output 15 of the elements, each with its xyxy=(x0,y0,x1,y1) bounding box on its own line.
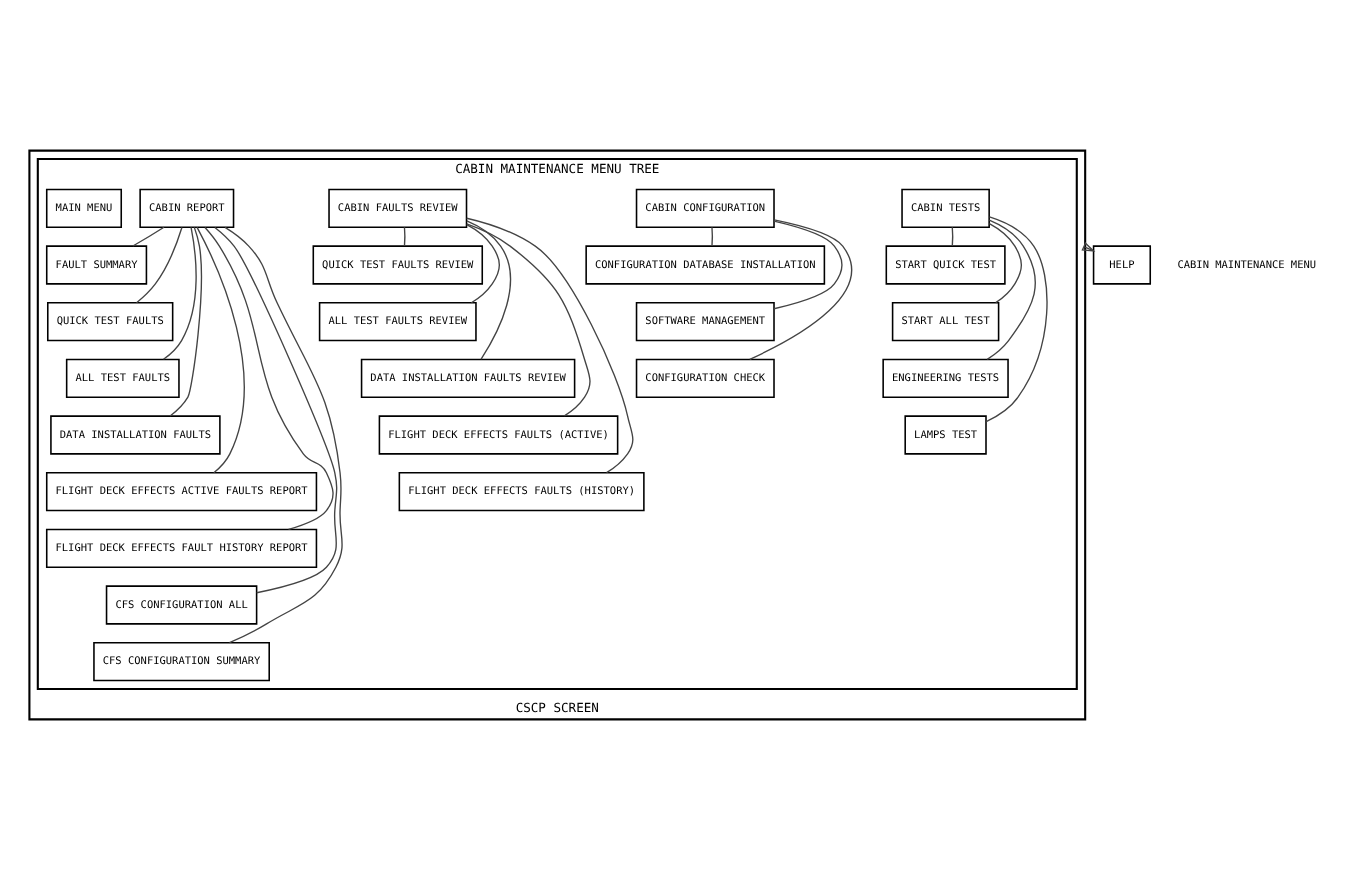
connector xyxy=(985,216,1048,423)
connector xyxy=(403,226,406,247)
connector xyxy=(749,219,853,360)
connector xyxy=(214,226,338,594)
connector xyxy=(711,226,714,247)
arrow xyxy=(1081,242,1096,252)
connector xyxy=(988,222,1023,304)
connector xyxy=(773,220,843,310)
connector xyxy=(986,219,1036,360)
connector xyxy=(132,226,165,247)
connector xyxy=(466,224,500,304)
connector xyxy=(162,226,197,360)
connector xyxy=(466,220,512,360)
connector xyxy=(204,226,334,531)
connector xyxy=(951,226,954,247)
